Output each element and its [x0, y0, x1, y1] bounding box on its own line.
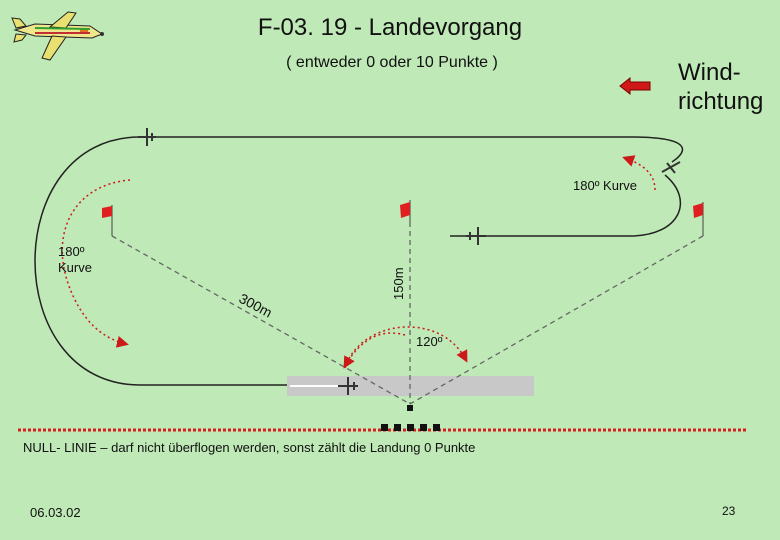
aircraft-top-icon — [138, 128, 156, 146]
null-line-caption: NULL- LINIE – darf nicht überflogen werd… — [23, 440, 476, 455]
aircraft-turn-icon — [661, 161, 681, 174]
page-title: F-03. 19 - Landevorgang — [257, 14, 523, 41]
wind-arrow-icon — [619, 76, 651, 96]
aircraft-downwind-icon — [466, 227, 486, 245]
flag-right-icon — [693, 202, 704, 236]
distance-150-label: 150m — [391, 267, 406, 300]
aircraft-landing-icon — [338, 377, 358, 395]
angle-label: 120º — [416, 334, 443, 349]
guide-lines — [111, 222, 704, 405]
turn-left-label: 180º Kurve — [58, 244, 92, 275]
ground-markers — [381, 405, 440, 431]
flag-left-icon — [102, 205, 113, 236]
wind-direction-label: Wind- richtung — [678, 59, 764, 115]
page-number: 23 — [722, 504, 736, 518]
flight-path — [34, 136, 684, 386]
turn-arrows — [61, 155, 656, 369]
page-subtitle: ( entweder 0 oder 10 Punkte ) — [286, 54, 498, 71]
flag-center-icon — [400, 200, 411, 222]
airplane-logo-icon — [11, 11, 104, 61]
slide-date: 06.03.02 — [30, 505, 81, 520]
turn-right-label: 180º Kurve — [573, 178, 638, 193]
